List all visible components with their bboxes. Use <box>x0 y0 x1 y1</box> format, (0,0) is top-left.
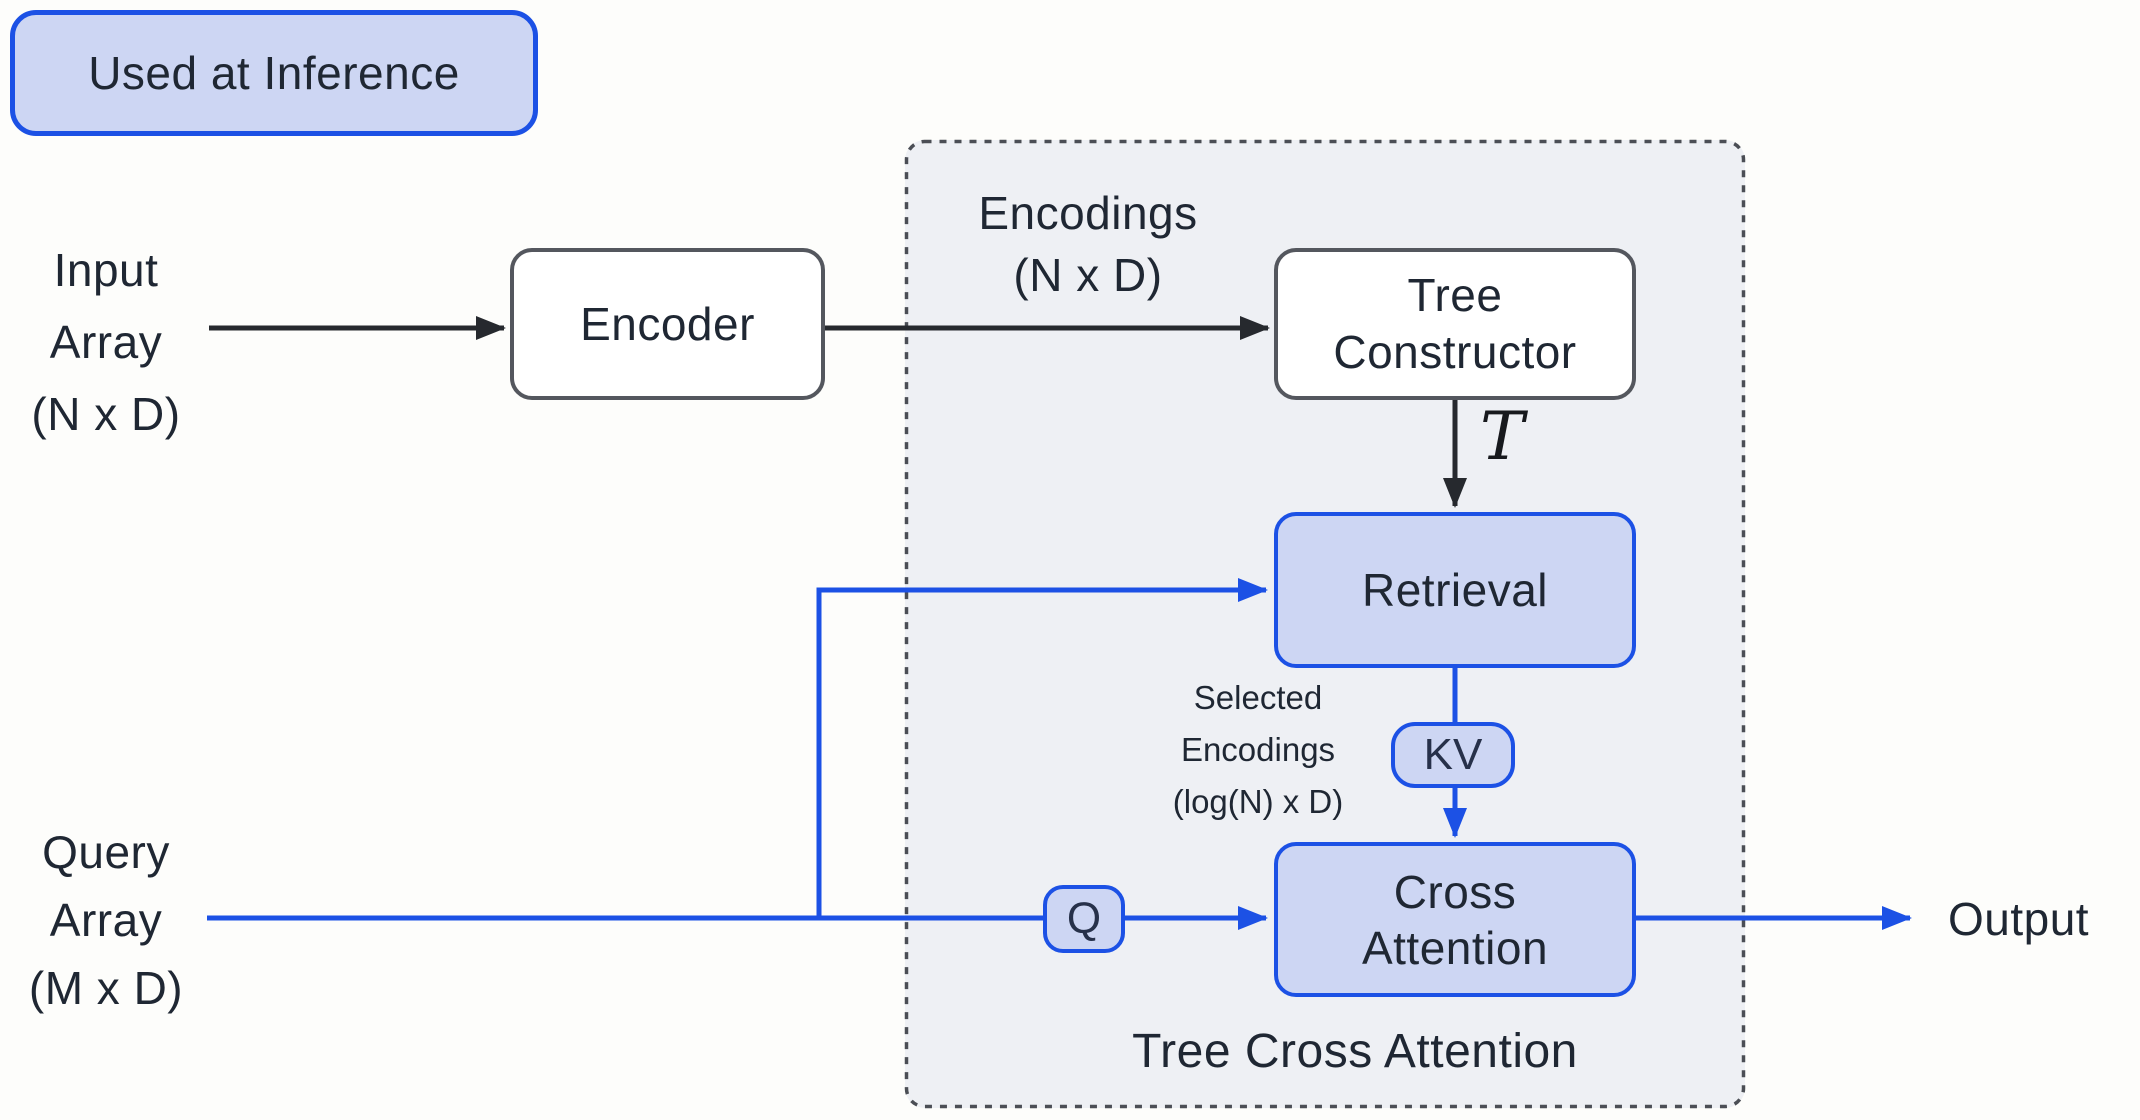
encodings-line2: (N x D) <box>1013 249 1163 301</box>
input-array-line1: Input <box>53 244 159 296</box>
cross-attention-line2: Attention <box>1361 921 1549 974</box>
retrieval-node: Retrieval <box>1274 512 1636 668</box>
selected-encodings-line2: Encodings <box>1180 731 1336 768</box>
input-array-label: Input Array (N x D) <box>0 234 212 450</box>
tree-constructor-line1: Tree <box>1407 269 1503 321</box>
tree-constructor-line2: Constructor <box>1333 326 1577 378</box>
encoder-label: Encoder <box>580 298 755 350</box>
input-array-line3: (N x D) <box>31 388 181 440</box>
query-array-line2: Array <box>49 894 163 946</box>
selected-encodings-line3: (log(N) x D) <box>1172 783 1344 820</box>
encodings-label: Encodings (N x D) <box>950 182 1226 306</box>
encodings-line1: Encodings <box>978 187 1198 239</box>
tree-symbol-glyph: T <box>1480 398 1525 475</box>
kv-label: KV <box>1423 730 1483 779</box>
query-array-label: Query Array (M x D) <box>0 818 212 1022</box>
encoder-node: Encoder <box>510 248 825 400</box>
used-at-inference-label: Used at Inference <box>88 47 460 99</box>
tree-constructor-node: Tree Constructor <box>1274 248 1636 400</box>
tree-symbol: T <box>1480 398 1524 475</box>
cross-attention-node: Cross Attention <box>1274 842 1636 997</box>
cross-attention-line1: Cross <box>1393 865 1517 918</box>
query-array-line3: (M x D) <box>28 962 184 1014</box>
kv-badge: KV <box>1391 722 1515 788</box>
output-label-text: Output <box>1948 893 2090 945</box>
query-array-line1: Query <box>42 826 170 878</box>
container-title: Tree Cross Attention <box>1025 1024 1685 1079</box>
q-badge: Q <box>1043 885 1125 953</box>
container-title-text: Tree Cross Attention <box>1132 1025 1578 1078</box>
selected-encodings-line1: Selected <box>1193 679 1323 716</box>
input-array-line2: Array <box>49 316 163 368</box>
retrieval-label: Retrieval <box>1361 564 1548 616</box>
selected-encodings-label: Selected Encodings (log(N) x D) <box>1130 672 1386 828</box>
used-at-inference-badge: Used at Inference <box>10 10 538 136</box>
output-label: Output <box>1948 892 2140 946</box>
q-label: Q <box>1066 894 1102 943</box>
